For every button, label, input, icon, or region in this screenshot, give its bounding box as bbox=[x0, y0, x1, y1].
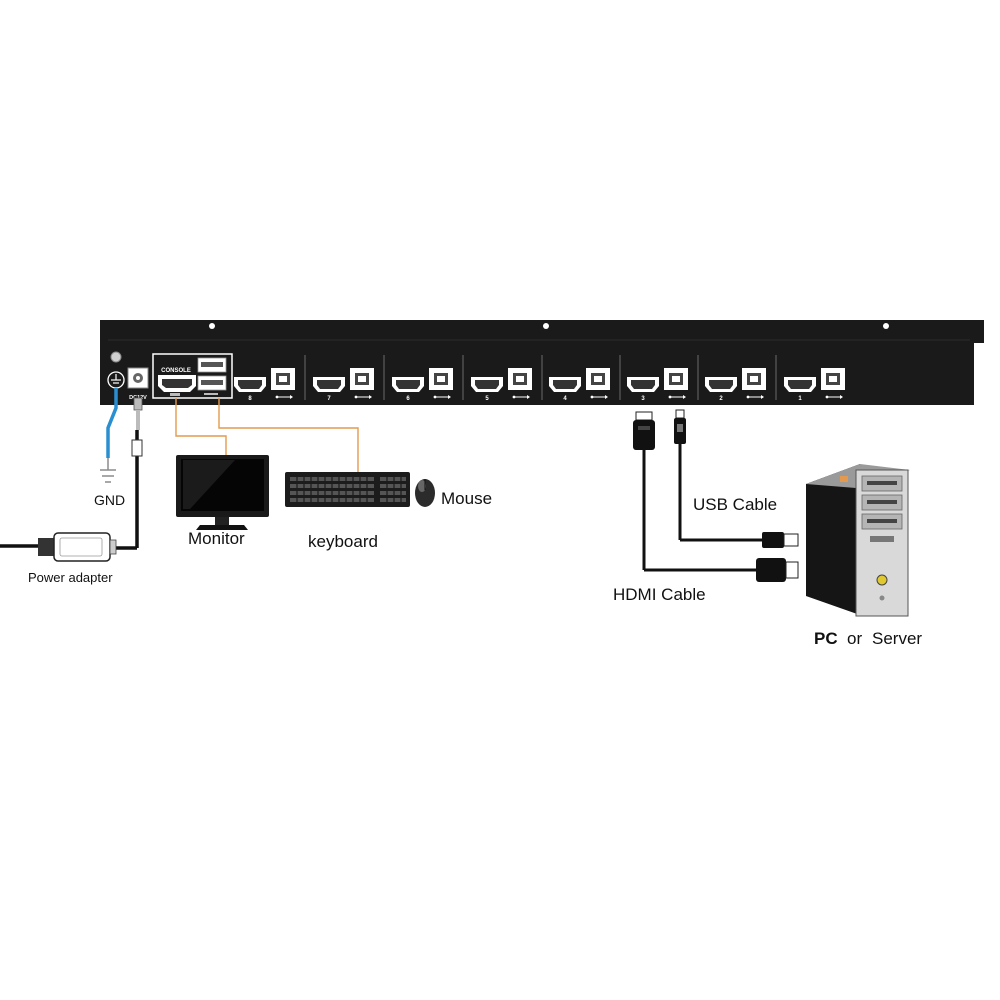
monitor-label: Monitor bbox=[188, 529, 245, 548]
mount-hole bbox=[543, 323, 549, 329]
usb-symbol-icon bbox=[746, 395, 764, 399]
or-label: or bbox=[847, 629, 862, 648]
console-wires bbox=[175, 398, 359, 472]
hdmi-cable bbox=[633, 411, 799, 582]
usb-cable bbox=[674, 409, 799, 548]
pc-port-group-1: 1 bbox=[784, 368, 845, 402]
usb-symbol-icon bbox=[668, 395, 686, 399]
pc-port-group-4: 4 bbox=[549, 355, 621, 402]
usb-symbol-icon bbox=[512, 395, 530, 399]
port-number: 4 bbox=[563, 396, 567, 402]
pc-port-group-3: 3 bbox=[627, 355, 699, 402]
port-number: 3 bbox=[641, 396, 645, 402]
port-number: 7 bbox=[327, 396, 331, 402]
console-hdmi-port bbox=[158, 375, 196, 392]
power-cable bbox=[112, 397, 143, 550]
usb-cable-label: USB Cable bbox=[693, 495, 777, 514]
port-number: 1 bbox=[798, 396, 802, 402]
usb-symbol-icon bbox=[275, 395, 293, 399]
mouse-label: Mouse bbox=[441, 489, 492, 508]
console-label: CONSOLE bbox=[161, 368, 191, 374]
mouse bbox=[415, 479, 435, 507]
gnd-label: GND bbox=[94, 492, 125, 508]
keyboard bbox=[285, 472, 410, 507]
monitor bbox=[176, 455, 269, 530]
hdmi-cable-label: HDMI Cable bbox=[613, 585, 706, 604]
keyboard-label: keyboard bbox=[308, 532, 378, 551]
usb-symbol-icon bbox=[433, 395, 451, 399]
pc-port-group-6: 6 bbox=[392, 355, 464, 402]
usb-symbol-icon bbox=[590, 395, 608, 399]
pc-tower bbox=[806, 464, 910, 617]
power-adapter-label: Power adapter bbox=[28, 570, 113, 585]
power-adapter bbox=[0, 532, 117, 562]
pc-port-group-7: 7 bbox=[313, 355, 385, 402]
dc-power-jack bbox=[127, 367, 149, 389]
pc-port-group-2: 2 bbox=[705, 355, 777, 402]
power-button bbox=[876, 574, 888, 586]
port-number: 8 bbox=[248, 396, 252, 402]
pc-label: PC bbox=[814, 629, 838, 648]
mount-hole bbox=[883, 323, 889, 329]
ground-screw bbox=[110, 351, 122, 363]
usb-symbol-icon bbox=[825, 395, 843, 399]
pc-port-group-8: 8 bbox=[234, 355, 306, 402]
port-number: 2 bbox=[719, 396, 723, 402]
ground-wire bbox=[100, 388, 118, 483]
pc-port-group-5: 5 bbox=[471, 355, 543, 402]
kvm-switch: DC12V CONSOLE 8 bbox=[100, 320, 984, 405]
port-number: 5 bbox=[485, 396, 489, 402]
server-label: Server bbox=[872, 629, 922, 648]
console-usb-a-ports bbox=[197, 357, 227, 391]
console-panel bbox=[152, 353, 233, 399]
usb-symbol-icon bbox=[354, 395, 372, 399]
mount-hole bbox=[209, 323, 215, 329]
port-number: 6 bbox=[406, 396, 410, 402]
